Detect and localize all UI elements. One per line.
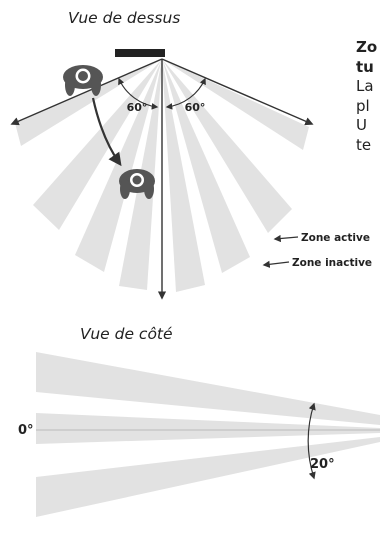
legend-inactive-label: Zone inactive	[292, 257, 372, 269]
side-spread-label: 20°	[310, 457, 335, 472]
legend-active-arrow	[273, 234, 299, 243]
person-top-view-icon	[119, 169, 155, 199]
left-boundary-arrow	[10, 58, 163, 126]
side-view-caption: Vue de côté	[80, 325, 173, 343]
top-view-diagram: 60° 60° Zone active Zone inactive	[10, 49, 372, 300]
legend-inactive-arrow	[262, 260, 290, 268]
side-origin-label: 0°	[18, 423, 34, 438]
side-zone-upper	[36, 352, 380, 425]
right-angle-label: 60°	[185, 101, 206, 114]
side-text-line-5: U	[356, 116, 367, 134]
side-angle-arc	[307, 402, 316, 480]
side-view-diagram: 0° 20°	[18, 352, 380, 517]
side-text-line-2: tu	[356, 57, 374, 76]
right-boundary-arrow	[161, 58, 314, 126]
side-text-cropped: Zo tu La pl U te	[356, 38, 380, 155]
active-zone-5	[162, 59, 205, 292]
active-zone-6	[162, 59, 250, 273]
top-view-caption: Vue de dessus	[68, 9, 181, 27]
side-text-line-6: te	[356, 135, 372, 154]
side-zone-middle	[36, 413, 380, 444]
side-text-line-1: Zo	[356, 38, 378, 56]
sensor-bar-icon	[115, 49, 165, 57]
person-top-view-icon	[63, 65, 103, 96]
side-text-line-4: pl	[356, 96, 370, 115]
right-angle-arc	[165, 77, 206, 110]
movement-arrow	[91, 97, 122, 167]
legend-active-label: Zone active	[301, 232, 370, 244]
left-angle-arc	[118, 77, 159, 110]
side-text-line-3: La	[356, 77, 374, 95]
side-zone-lower	[36, 437, 380, 517]
left-angle-label: 60°	[127, 101, 148, 114]
